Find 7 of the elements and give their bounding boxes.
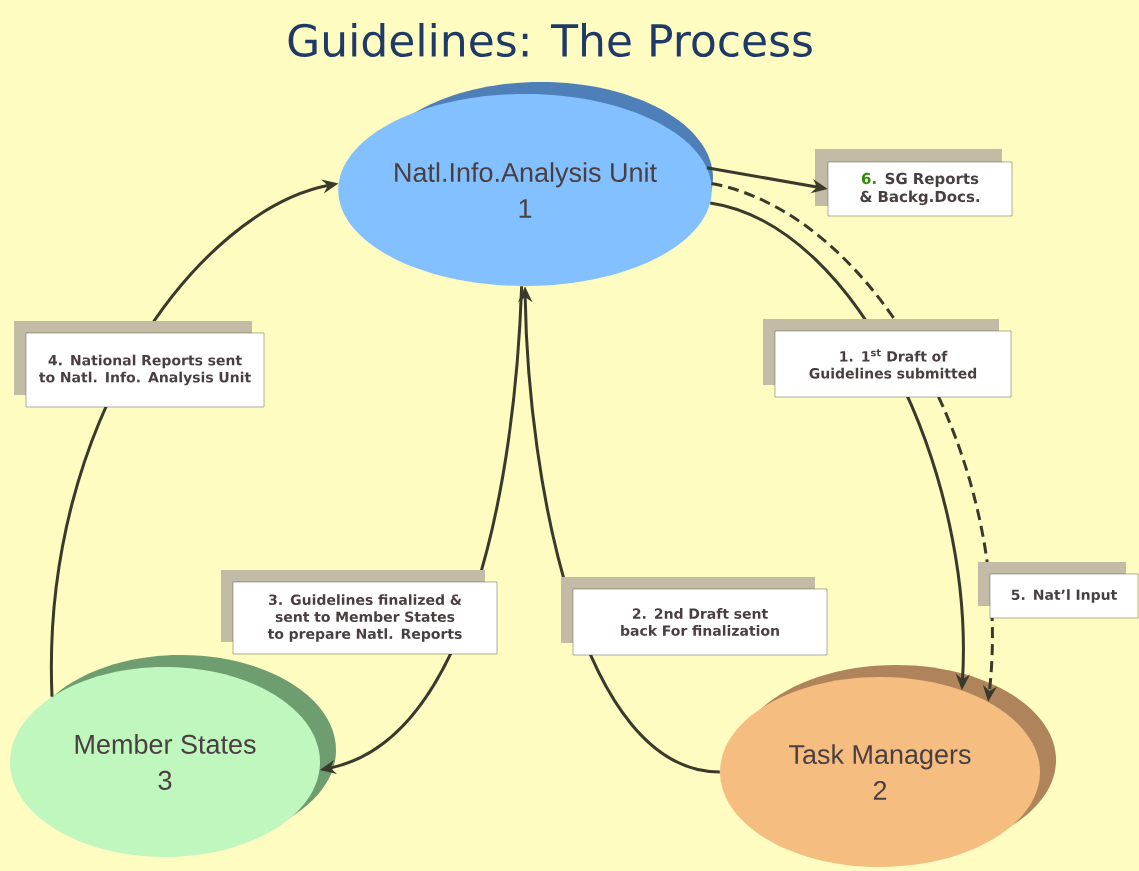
edge-label: 2. 2nd Draft sent back For finalization <box>561 577 828 656</box>
edge-label: 4. National Reports sent to Natl. Info. Analysis Unit <box>14 321 265 408</box>
title: Guidelines: The Process <box>288 22 812 57</box>
edge-label: 1. 1$^{st}$ Draft of Guidelines submitted <box>763 319 1012 398</box>
edge-label: 3. Guidelines finalized & sent to Member States to prepare Natl. Reports <box>221 570 498 655</box>
edge-label: 5. Nat’l Input <box>978 562 1139 619</box>
text-box: 6. SG Reports & Backg.Docs. <box>815 149 1013 217</box>
